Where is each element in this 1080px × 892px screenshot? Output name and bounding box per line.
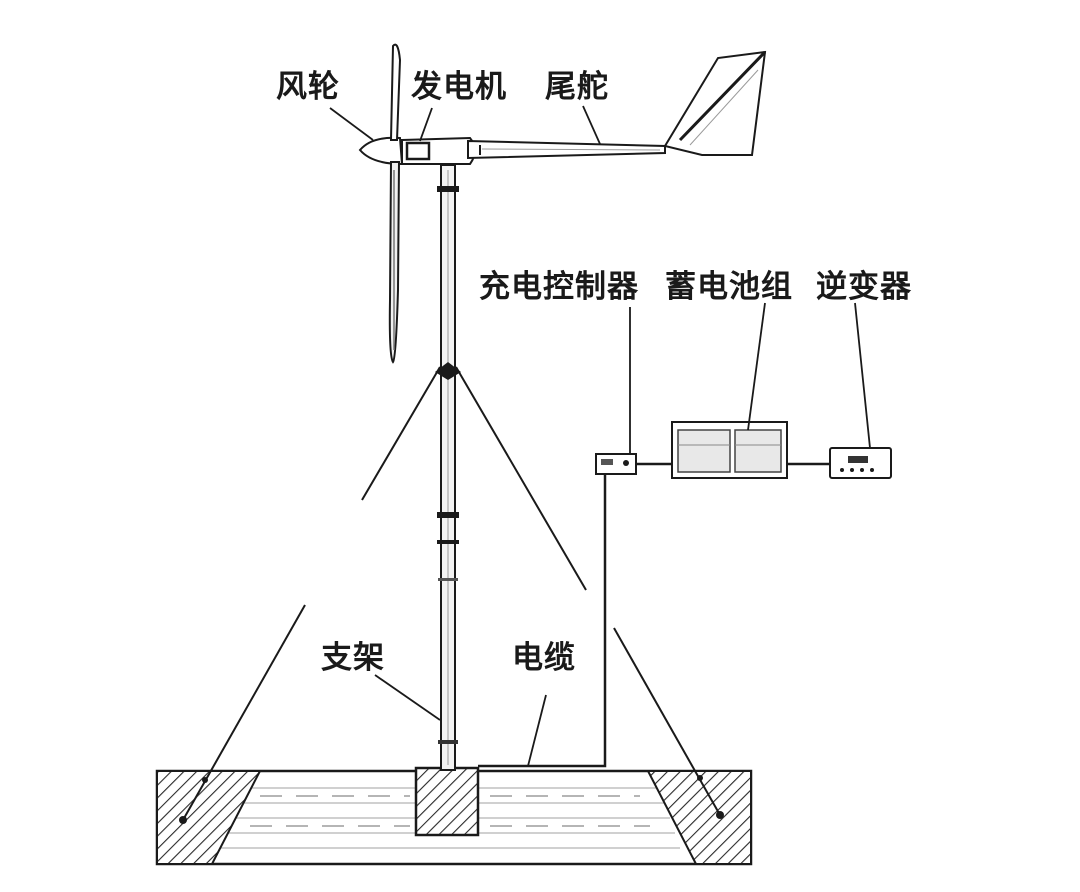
label-inverter: 逆变器 bbox=[816, 269, 912, 305]
inverter-unit bbox=[829, 447, 892, 479]
rotor-blades bbox=[388, 43, 402, 364]
left-anchor-block bbox=[156, 770, 262, 865]
right-anchor-block bbox=[646, 770, 752, 865]
inverter-leader bbox=[854, 302, 871, 449]
label-generator: 发电机 bbox=[410, 69, 507, 105]
label-cable: 电缆 bbox=[512, 640, 576, 676]
support-leader bbox=[374, 674, 441, 721]
rotor-leader bbox=[329, 107, 374, 141]
tower-foundation bbox=[414, 766, 480, 837]
tail-fin bbox=[663, 50, 767, 156]
leader-lines bbox=[329, 105, 871, 767]
label-rotor: 风轮 bbox=[276, 69, 340, 105]
battery-bank-unit bbox=[671, 421, 788, 479]
tower-mast bbox=[435, 164, 461, 771]
cable-leader bbox=[527, 694, 547, 767]
nacelle bbox=[358, 136, 666, 166]
label-tail-vane: 尾舵 bbox=[545, 69, 609, 105]
soil-dashes bbox=[250, 795, 650, 827]
guy-wires bbox=[182, 366, 721, 821]
generator-leader bbox=[419, 107, 433, 142]
label-charge-controller: 充电控制器 bbox=[479, 269, 639, 305]
charge-controller-unit bbox=[595, 453, 637, 475]
battery-bank-leader bbox=[747, 302, 766, 431]
ground bbox=[155, 766, 753, 866]
label-support: 支架 bbox=[321, 640, 385, 676]
label-battery-bank: 蓄电池组 bbox=[665, 269, 793, 305]
guy-wire-anchors bbox=[179, 775, 724, 824]
tail-vane-leader bbox=[582, 105, 601, 145]
power-cable bbox=[478, 473, 607, 768]
